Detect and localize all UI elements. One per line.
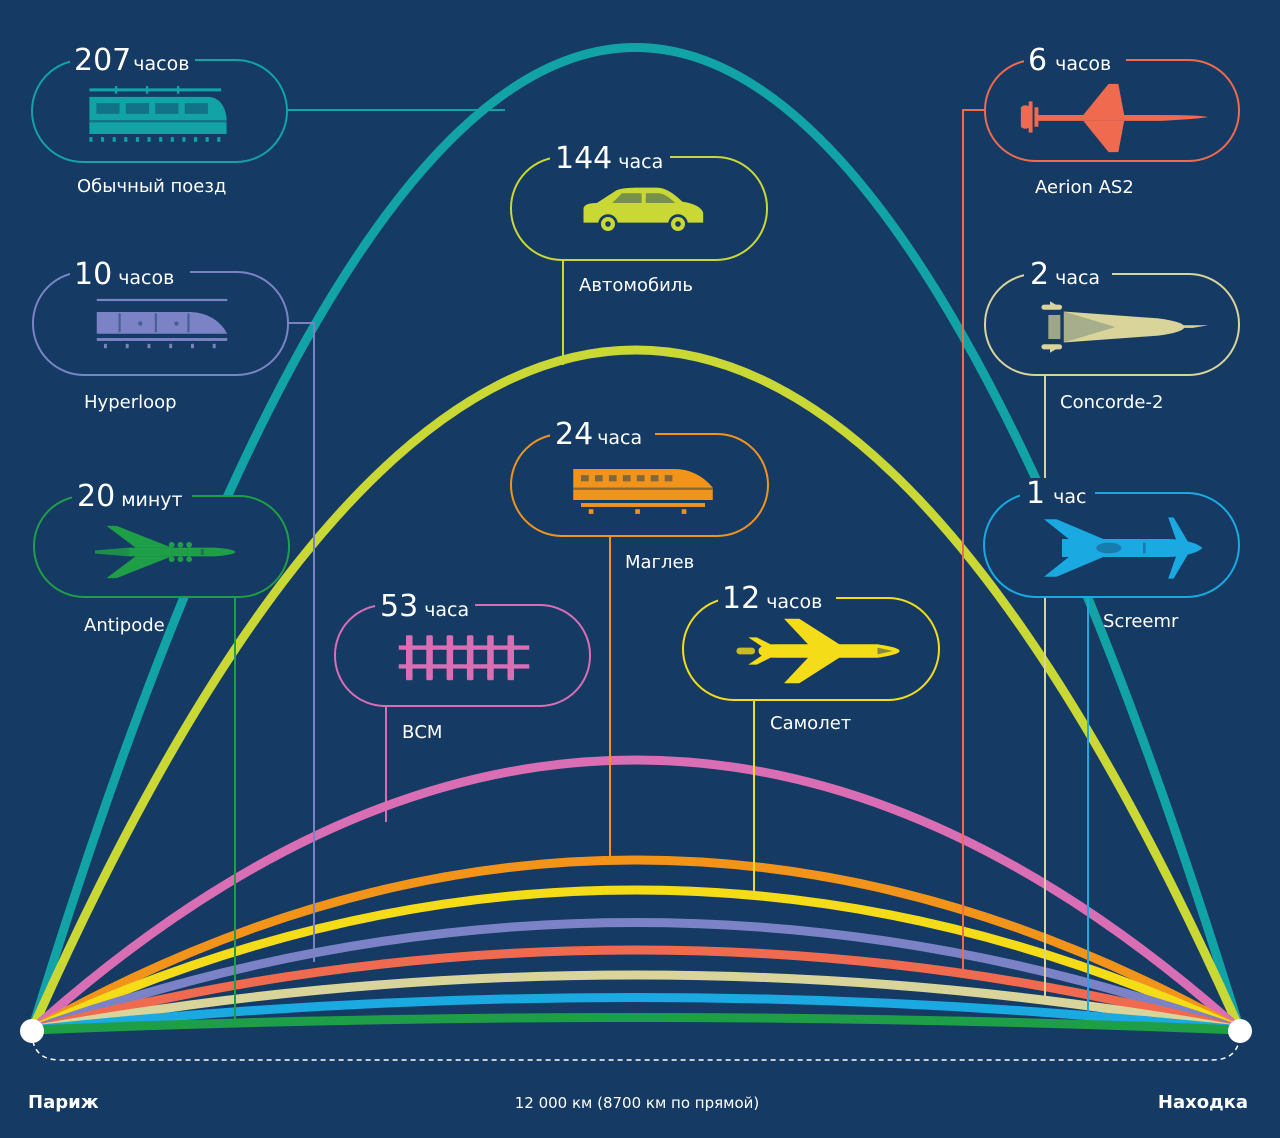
arc-concorde [31, 970, 1241, 1035]
connector-lines [234, 109, 1089, 1025]
arc-hyperloop [30, 918, 1242, 1035]
arc-car [27, 345, 1245, 1032]
destination-label: Находка [1158, 1092, 1248, 1113]
mode-label: Hyperloop [84, 392, 177, 413]
mode-label: Обычный поезд [77, 176, 226, 197]
mode-label: Screemr [1103, 611, 1179, 632]
arc-plane [30, 885, 1242, 1035]
origin-label: Париж [28, 1092, 99, 1113]
destination-marker [1228, 1019, 1252, 1043]
arc-antipode [31, 1013, 1241, 1035]
mode-label: Concorde-2 [1060, 392, 1163, 413]
arc-maglev [29, 855, 1243, 1034]
origin-marker [20, 1019, 44, 1043]
arc-screemr [31, 993, 1241, 1035]
connector-hyperloop [288, 322, 315, 962]
arc-aerion [30, 945, 1242, 1035]
distance-note: 12 000 км (8700 км по прямой) [515, 1094, 760, 1112]
mode-label: ВСМ [402, 722, 442, 743]
mode-label: Aerion AS2 [1035, 177, 1134, 198]
distance-baseline [31, 1031, 1241, 1061]
mode-label: Antipode [84, 615, 165, 636]
mode-label: Самолет [770, 713, 851, 734]
mode-label: Маглев [625, 552, 694, 573]
arc-vsm [28, 755, 1243, 1034]
connector-aerion [962, 109, 986, 978]
mode-label: Автомобиль [579, 275, 693, 296]
